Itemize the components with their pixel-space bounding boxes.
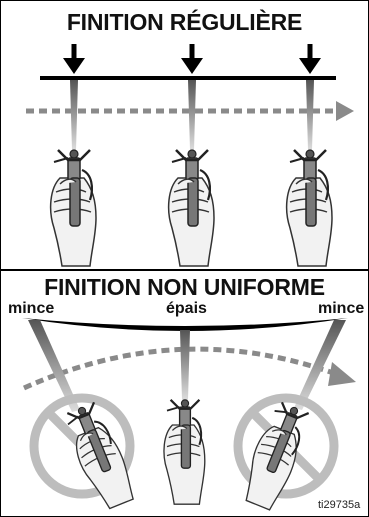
spray-cone	[180, 330, 190, 400]
panel-title-uneven: FINITION NON UNIFORME	[0, 274, 369, 301]
spray-gun-icon	[169, 150, 214, 266]
spray-cone	[70, 80, 78, 150]
down-arrow-icon	[299, 44, 321, 74]
spray-cone	[306, 80, 314, 150]
label-thin-left: mince	[8, 300, 54, 318]
down-arrow-icon	[63, 44, 85, 74]
spray-gun-icon	[51, 150, 96, 266]
label-thick-center: épais	[166, 300, 207, 318]
spray-gun-icon	[164, 400, 205, 504]
down-arrow-icon	[181, 44, 203, 74]
panel-title-regular: FINITION RÉGULIÈRE	[0, 9, 369, 36]
spray-gun-icon	[287, 150, 332, 266]
label-thin-right: mince	[318, 300, 364, 318]
surface-curve-bottom	[22, 318, 348, 331]
spray-cone	[188, 80, 196, 150]
figure-id: ti29735a	[318, 499, 360, 511]
